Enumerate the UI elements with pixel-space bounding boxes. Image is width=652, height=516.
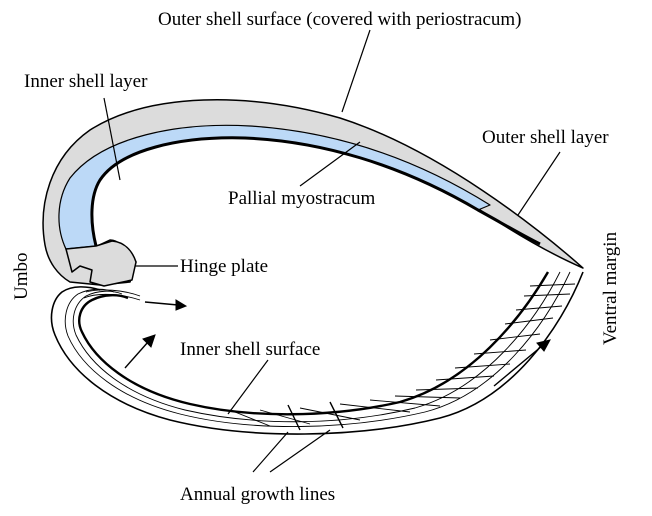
leader-outer-layer bbox=[518, 152, 560, 215]
label-growth-lines: Annual growth lines bbox=[180, 484, 335, 505]
label-inner-layer: Inner shell layer bbox=[24, 71, 148, 92]
label-myostracum: Pallial myostracum bbox=[228, 188, 375, 209]
label-outer-layer: Outer shell layer bbox=[482, 127, 609, 148]
leader-inner-surface bbox=[228, 360, 268, 414]
leader-growth-1 bbox=[253, 432, 288, 472]
label-ventral-margin: Ventral margin bbox=[600, 231, 621, 345]
annual-growth-line-mark-2 bbox=[330, 402, 343, 428]
label-hinge: Hinge plate bbox=[180, 256, 268, 277]
arrow-right-shaft bbox=[145, 302, 178, 305]
leader-outer-surface bbox=[342, 30, 370, 112]
label-umbo: Umbo bbox=[11, 253, 32, 301]
arrow-right-head bbox=[176, 300, 186, 310]
label-outer-surface: Outer shell surface (covered with perios… bbox=[158, 9, 522, 30]
arrow-upper-left-shaft bbox=[125, 342, 148, 368]
leader-growth-2 bbox=[270, 430, 330, 472]
label-inner-surface: Inner shell surface bbox=[180, 339, 320, 360]
